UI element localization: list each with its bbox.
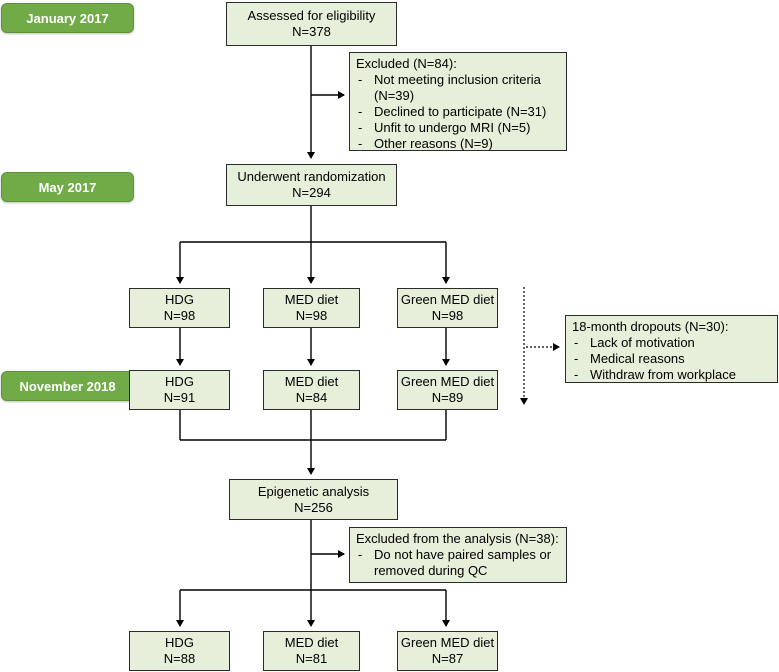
group-label: Green MED diet	[400, 635, 495, 650]
date-label-jan-2017: January 2017	[1, 3, 134, 33]
group-count: N=87	[431, 651, 464, 666]
epigenetic-box: Epigenetic analysis N=256	[229, 479, 398, 520]
dropouts-box: 18-month dropouts (N=30): Lack of motiva…	[565, 315, 778, 383]
month18-med-box: MED diet N=84	[263, 370, 360, 410]
group-label: MED diet	[284, 635, 339, 650]
dropout-reason: Medical reasons	[572, 351, 771, 367]
excluded-item: Other reasons (N=9)	[356, 136, 560, 152]
randomization-label: Underwent randomization	[237, 169, 386, 184]
baseline-med-box: MED diet N=98	[263, 288, 360, 328]
final-green-box: Green MED diet N=87	[397, 631, 498, 671]
month18-green-box: Green MED diet N=89	[397, 370, 498, 410]
group-label: Green MED diet	[400, 374, 495, 389]
randomization-count: N=294	[292, 185, 331, 200]
final-hdg-box: HDG N=88	[129, 631, 230, 671]
group-count: N=88	[163, 651, 196, 666]
date-label-nov-2018: November 2018	[1, 371, 134, 401]
date-label-may-2017: May 2017	[1, 172, 134, 202]
excluded-item: Not meeting inclusion criteria (N=39)	[356, 72, 560, 104]
dropout-reason: Withdraw from workplace	[572, 367, 771, 383]
group-label: HDG	[165, 292, 194, 307]
assessed-count: N=378	[292, 24, 331, 39]
group-label: HDG	[165, 374, 194, 389]
excluded-heading: Excluded (N=84):	[356, 56, 457, 71]
group-count: N=89	[431, 390, 464, 405]
group-count: N=98	[431, 308, 464, 323]
group-label: MED diet	[284, 374, 339, 389]
randomization-box: Underwent randomization N=294	[226, 164, 397, 206]
group-count: N=81	[295, 651, 328, 666]
excluded-analysis-box: Excluded from the analysis (N=38): Do no…	[349, 527, 567, 583]
group-label: MED diet	[284, 292, 339, 307]
excluded-box: Excluded (N=84): Not meeting inclusion c…	[349, 52, 567, 152]
assessed-label: Assessed for eligibility	[247, 8, 376, 23]
epigenetic-label: Epigenetic analysis	[257, 483, 370, 499]
group-count: N=98	[295, 308, 328, 323]
group-label: Green MED diet	[400, 292, 495, 307]
dropouts-heading: 18-month dropouts (N=30):	[572, 319, 729, 334]
dropouts-list: Lack of motivation Medical reasons Withd…	[572, 335, 771, 383]
group-count: N=84	[295, 390, 328, 405]
excluded-analysis-item: Do not have paired samples or removed du…	[356, 547, 560, 579]
epigenetic-count: N=256	[294, 499, 333, 515]
excluded-analysis-heading: Excluded from the analysis (N=38):	[356, 531, 559, 546]
final-med-box: MED diet N=81	[263, 631, 360, 671]
group-count: N=98	[163, 308, 196, 323]
excluded-item: Unfit to undergo MRI (N=5)	[356, 120, 560, 136]
assessed-box: Assessed for eligibility N=378	[226, 2, 397, 46]
group-label: HDG	[165, 635, 194, 650]
excluded-list: Not meeting inclusion criteria (N=39) De…	[356, 72, 560, 152]
baseline-hdg-box: HDG N=98	[129, 288, 230, 328]
month18-hdg-box: HDG N=91	[129, 370, 230, 410]
excluded-analysis-list: Do not have paired samples or removed du…	[356, 547, 560, 579]
group-count: N=91	[163, 390, 196, 405]
excluded-item: Declined to participate (N=31)	[356, 104, 560, 120]
baseline-green-box: Green MED diet N=98	[397, 288, 498, 328]
dropout-reason: Lack of motivation	[572, 335, 771, 351]
